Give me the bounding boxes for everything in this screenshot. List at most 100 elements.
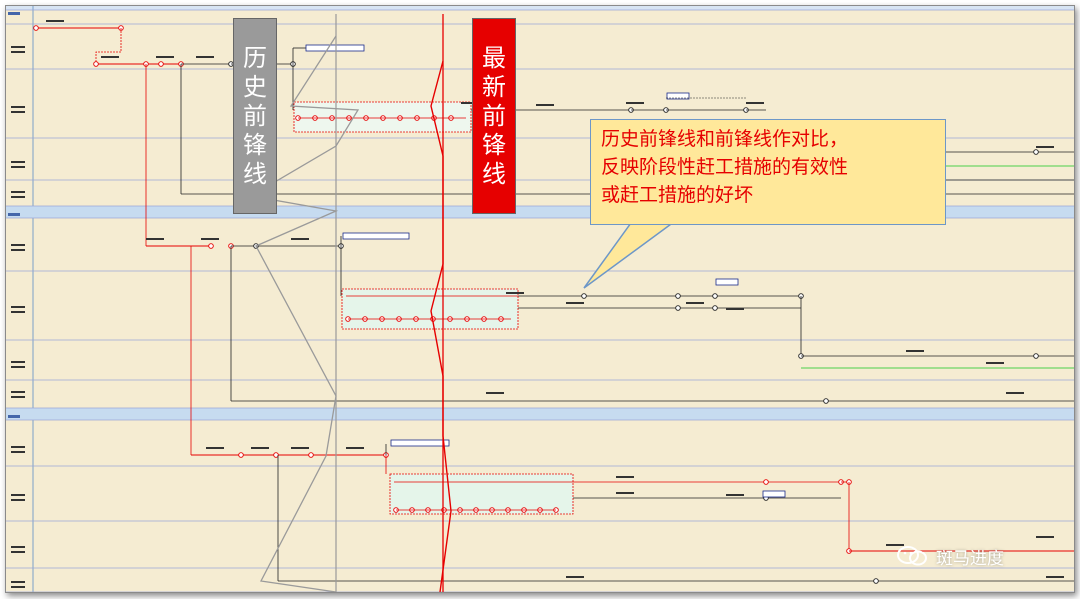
event-node xyxy=(712,305,718,311)
top-bar xyxy=(6,6,1074,10)
history-label-char: 锋 xyxy=(243,130,267,159)
network-diagram xyxy=(6,6,1074,592)
history-frontline xyxy=(249,35,360,592)
activity-label-mark xyxy=(1046,576,1064,578)
activity-label-mark xyxy=(486,392,504,394)
event-node xyxy=(93,61,99,67)
wechat-icon xyxy=(896,546,930,566)
lane-name-mark xyxy=(11,46,25,48)
callout-line: 或赶工措施的好坏 xyxy=(601,184,754,206)
activity-label-mark xyxy=(616,492,634,494)
lane-name-mark xyxy=(11,396,25,398)
activity-label-mark xyxy=(206,447,224,449)
event-node xyxy=(763,479,769,485)
section-band xyxy=(6,408,1074,420)
activity-label-mark xyxy=(506,292,524,294)
brand-watermark: 斑马进度 xyxy=(896,544,1004,569)
activity-label-mark xyxy=(616,476,634,478)
activity-label-mark xyxy=(291,238,309,240)
lane-name-mark xyxy=(11,499,25,501)
lane-name-mark xyxy=(11,244,25,246)
activity-label-mark xyxy=(906,350,924,352)
event-node xyxy=(873,578,879,584)
lane-name-mark xyxy=(11,446,25,448)
lane-name-mark xyxy=(11,391,25,393)
lane-name-mark xyxy=(11,551,25,553)
event-node xyxy=(712,293,718,299)
latest-label-char: 新 xyxy=(482,72,506,101)
activity-label-mark xyxy=(986,362,1004,364)
section-marker xyxy=(8,12,20,15)
event-node xyxy=(308,452,314,458)
lane-name-mark xyxy=(11,249,25,251)
event-node xyxy=(675,293,681,299)
activity-label-mark xyxy=(726,308,744,310)
event-node xyxy=(33,25,39,31)
event-node xyxy=(581,293,587,299)
event-node xyxy=(208,243,214,249)
activity-label-mark xyxy=(536,104,554,106)
activity-label-mark xyxy=(626,102,644,104)
lane-name-mark xyxy=(11,191,25,193)
activity-label-mark xyxy=(46,20,64,22)
activity-label-mark xyxy=(146,238,164,240)
history-label-char: 前 xyxy=(243,101,267,130)
activity-label-mark xyxy=(726,494,744,496)
activity-label-mark xyxy=(156,56,174,58)
activity-label-mark xyxy=(201,238,219,240)
milestone-box xyxy=(762,490,786,498)
activity-label-mark xyxy=(886,544,904,546)
milestone-box xyxy=(390,439,450,447)
lane-name-mark xyxy=(11,196,25,198)
history-label-char: 历 xyxy=(243,43,267,72)
activity-label-mark xyxy=(1006,392,1024,394)
history-label-char: 史 xyxy=(243,72,267,101)
activity-label-mark xyxy=(1036,146,1054,148)
event-node xyxy=(675,305,681,311)
callout-line: 反映阶段性赶工措施的有效性 xyxy=(601,156,849,178)
section-marker xyxy=(8,213,20,216)
lane-name-mark xyxy=(11,581,25,583)
lane-name-mark xyxy=(11,51,25,53)
latest-frontline-label: 最 新 前 锋 线 xyxy=(472,18,516,214)
activity-label-mark xyxy=(566,576,584,578)
lane-name-mark xyxy=(11,166,25,168)
lane-name-mark xyxy=(11,451,25,453)
lane-name-mark xyxy=(11,306,25,308)
critical-arrow xyxy=(95,28,122,64)
lane-name-mark xyxy=(11,586,25,588)
lane-name-mark xyxy=(11,111,25,113)
activity-label-mark xyxy=(101,56,119,58)
lane-name-mark xyxy=(11,161,25,163)
lane-name-mark xyxy=(11,494,25,496)
milestone-box xyxy=(342,232,410,240)
latest-label-char: 最 xyxy=(482,43,506,72)
activity-label-mark xyxy=(251,447,269,449)
history-frontline-label: 历 史 前 锋 线 xyxy=(233,18,277,214)
lane-name-mark xyxy=(11,546,25,548)
lane-name-mark xyxy=(11,361,25,363)
lane-name-mark xyxy=(11,366,25,368)
latest-frontline xyxy=(430,60,452,592)
lane-name-mark xyxy=(11,106,25,108)
latest-label-char: 线 xyxy=(482,159,506,188)
callout-line: 历史前锋线和前锋线作对比， xyxy=(601,128,849,150)
event-node xyxy=(238,452,244,458)
event-node xyxy=(1033,149,1039,155)
latest-label-char: 锋 xyxy=(482,130,506,159)
milestone-box xyxy=(715,278,739,286)
network-diagram-frame: 历 史 前 锋 线 最 新 前 锋 线 历史前锋线和前锋线作对比， 反映阶段性赶… xyxy=(5,5,1075,593)
event-node xyxy=(1033,353,1039,359)
comparison-callout: 历史前锋线和前锋线作对比， 反映阶段性赶工措施的有效性 或赶工措施的好坏 xyxy=(590,119,946,225)
activity-label-mark xyxy=(746,102,764,104)
latest-label-char: 前 xyxy=(482,101,506,130)
workgroup-box xyxy=(389,473,574,515)
activity-label-mark xyxy=(566,302,584,304)
activity-label-mark xyxy=(461,102,479,104)
activity-label-mark xyxy=(1036,536,1054,538)
activity-label-mark xyxy=(346,447,364,449)
milestone-box xyxy=(305,44,365,52)
activity-label-mark xyxy=(291,447,309,449)
lane-name-mark xyxy=(11,311,25,313)
history-label-char: 线 xyxy=(243,159,267,188)
